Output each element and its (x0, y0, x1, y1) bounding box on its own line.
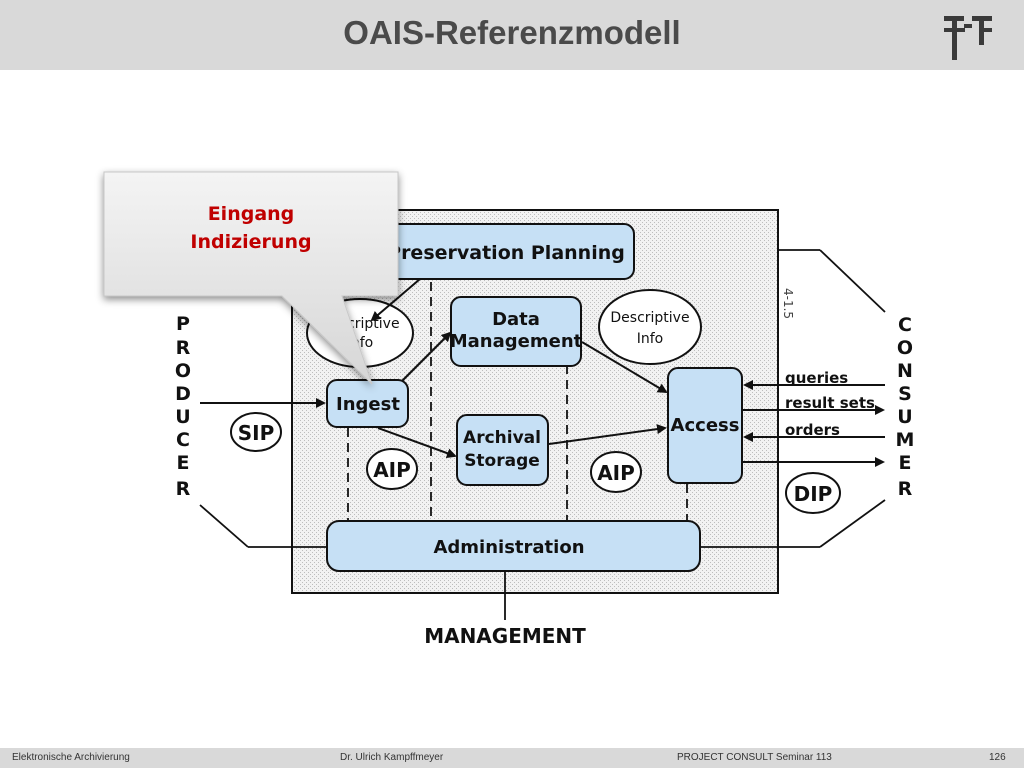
producer-letter: P (176, 313, 190, 335)
consumer-label: C O N S U M E R (896, 314, 915, 500)
dip-ellipse (785, 472, 841, 514)
descriptive-info-right-ellipse (598, 289, 702, 365)
dip-label: DIP (794, 482, 833, 506)
producer-letter: E (177, 452, 190, 474)
orders-label: orders (785, 421, 840, 439)
header-bar (0, 0, 1024, 70)
sip-ellipse (230, 412, 282, 452)
producer-letter: O (175, 360, 191, 382)
callout-bubble (103, 171, 399, 385)
consumer-letter: U (897, 406, 912, 428)
access-box (667, 367, 743, 484)
ingest-label: Ingest (336, 394, 400, 415)
aip-right-ellipse (590, 451, 642, 493)
aip-left-ellipse (366, 448, 418, 490)
consumer-letter: S (898, 383, 912, 405)
aip-right-label: AIP (597, 461, 635, 485)
access-label: Access (671, 415, 740, 436)
archival-storage-line1: Archival (463, 428, 541, 448)
archival-storage-line2: Storage (464, 451, 540, 471)
footer-right: PROJECT CONSULT Seminar 113 (677, 752, 832, 763)
footer-bar (0, 748, 1024, 768)
callout-line1: Eingang (207, 203, 295, 225)
preservation-planning-label: Preservation Planning (387, 242, 625, 264)
administration-label: Administration (433, 537, 584, 558)
data-management-line2: Management (450, 331, 583, 352)
ingest-to-data-management-arrow (401, 331, 452, 382)
producer-letter: C (176, 429, 190, 451)
consumer-letter: R (898, 478, 913, 500)
consumer-letter: C (898, 314, 912, 336)
consumer-letter: M (896, 429, 915, 451)
page-number: 126 (989, 752, 1006, 763)
producer-letter: U (175, 406, 190, 428)
archival-storage-box (456, 414, 549, 486)
sip-label: SIP (238, 421, 275, 445)
consumer-letter: O (897, 337, 913, 359)
administration-box (326, 520, 701, 572)
descriptive-info-right-line1: Descriptive (610, 310, 689, 326)
data-management-box (450, 296, 582, 367)
company-logo (944, 16, 992, 60)
producer-label: P R O D U C E R (175, 313, 191, 500)
data-management-line1: Data (492, 309, 540, 330)
producer-letter: R (176, 337, 191, 359)
management-label: MANAGEMENT (424, 624, 586, 648)
slide-title: OAIS-Referenzmodell (343, 14, 681, 51)
margin-mark: 4-1.5 (781, 288, 795, 319)
consumer-letter: N (897, 360, 913, 382)
producer-letter: R (176, 478, 191, 500)
producer-letter: D (175, 383, 191, 405)
archival-storage-to-access-arrow (548, 424, 667, 445)
footer-left: Elektronische Archivierung (12, 752, 130, 763)
data-management-to-access-arrow (581, 341, 668, 394)
aip-left-label: AIP (373, 458, 411, 482)
flow-arrows (200, 278, 885, 467)
consumer-letter: E (899, 452, 912, 474)
callout-text: Eingang Indizierung (104, 200, 398, 256)
ingest-to-archival-storage-arrow (377, 427, 457, 458)
descriptive-info-right-line2: Info (637, 331, 664, 347)
footer-center: Dr. Ulrich Kampffmeyer (340, 752, 444, 763)
preservation-to-ingest-arrow (370, 278, 421, 322)
dashed-dividers (347, 282, 688, 522)
callout-line2: Indizierung (190, 231, 312, 253)
queries-label: queries (785, 369, 848, 387)
result-sets-label: result sets (785, 394, 875, 412)
